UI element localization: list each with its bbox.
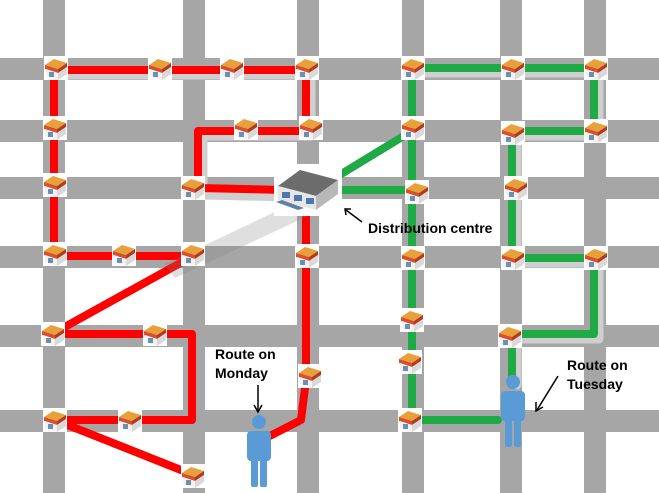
- monday-route-label: Route on Monday: [215, 346, 276, 381]
- store-icon: [118, 408, 142, 432]
- store-icon: [43, 242, 67, 266]
- store-icon: [112, 242, 136, 266]
- store-icon: [584, 56, 608, 80]
- store-icon: [295, 56, 319, 80]
- store-icon: [584, 246, 608, 270]
- store-icon: [501, 121, 525, 145]
- monday-leg-south: [258, 211, 310, 444]
- arrow-tuesday: [536, 375, 559, 411]
- store-icon: [220, 56, 244, 80]
- store-icon: [299, 116, 323, 140]
- store-icon: [43, 116, 67, 140]
- store-icon: [234, 116, 258, 140]
- distribution-centre-label: Distribution centre: [368, 220, 493, 236]
- store-icon: [148, 56, 172, 80]
- store-icon: [501, 246, 525, 270]
- store-icon: [405, 180, 429, 204]
- store-icon: [298, 364, 322, 388]
- tuesday-spur-a: [334, 127, 416, 180]
- store-icon: [401, 116, 425, 140]
- store-icon: [400, 308, 424, 332]
- warehouse-icon: [274, 164, 342, 216]
- store-icon: [181, 464, 205, 488]
- store-icon: [295, 244, 319, 268]
- store-icon: [504, 176, 528, 200]
- store-icon: [401, 56, 425, 80]
- store-icon: [401, 246, 425, 270]
- tuesday-route-label: Route on Tuesday: [567, 357, 628, 392]
- store-icon: [181, 176, 205, 200]
- store-icon: [43, 408, 67, 432]
- store-icon: [398, 408, 422, 432]
- store-icon: [143, 322, 167, 346]
- arrow-distribution-centre: [345, 209, 363, 223]
- store-icon: [501, 56, 525, 80]
- store-icon: [43, 173, 67, 197]
- store-icon: [181, 242, 205, 266]
- store-icon: [41, 322, 65, 346]
- store-icon: [44, 56, 68, 80]
- annotation-arrows: [253, 208, 559, 414]
- monday-loop-west: [48, 66, 197, 478]
- store-icon: [398, 350, 422, 374]
- store-icon: [498, 324, 522, 348]
- store-icon: [584, 119, 608, 143]
